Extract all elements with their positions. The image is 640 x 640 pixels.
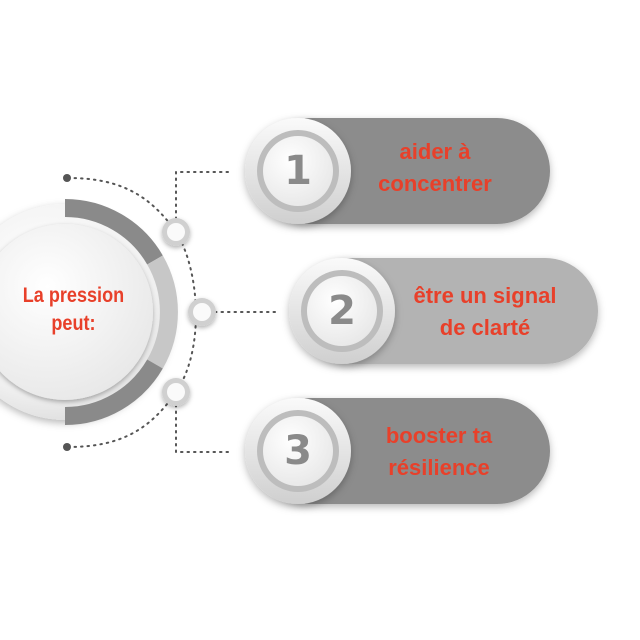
step-3-pill [245,398,550,504]
center-hub [0,199,178,425]
step-1-text: aider à concentrer [360,136,510,200]
step-2-pill [289,258,598,364]
connector-top-arc [67,177,177,233]
hub-label-line-2: peut: [51,312,96,335]
step-3-number: 3 [284,428,312,474]
step-3-text-line-2: résilience [388,455,490,480]
step-3-text: booster ta résilience [364,420,514,484]
step-1-number: 1 [284,148,312,194]
hub-ring-dark-segment-lower [64,359,163,425]
connector-to-step-1 [175,171,229,233]
hub-label-line-1: La pression [22,284,125,307]
connector-bottom-arc [67,391,177,448]
step-2-number: 2 [328,288,356,334]
connector-dot-top [63,174,71,182]
step-1-pill [245,118,550,224]
step-1-text-line-1: aider à [399,139,471,164]
hub-ring-light-segment [147,255,178,369]
connector-dot-bottom [63,443,71,451]
step-2-text-line-2: de clarté [439,315,531,340]
step-2-text: être un signal de clarté [400,280,570,344]
step-1-text-line-2: concentrer [378,171,492,196]
hub-ring-dark-segment [64,199,163,265]
step-2-text-line-1: être un signal [413,283,557,308]
connector-to-step-3 [175,391,229,453]
node-middle [188,298,216,326]
hub-label: La pression peut: [9,282,138,338]
node-top [162,218,190,246]
step-3-text-line-1: booster ta [385,423,493,448]
node-bottom [162,378,190,406]
